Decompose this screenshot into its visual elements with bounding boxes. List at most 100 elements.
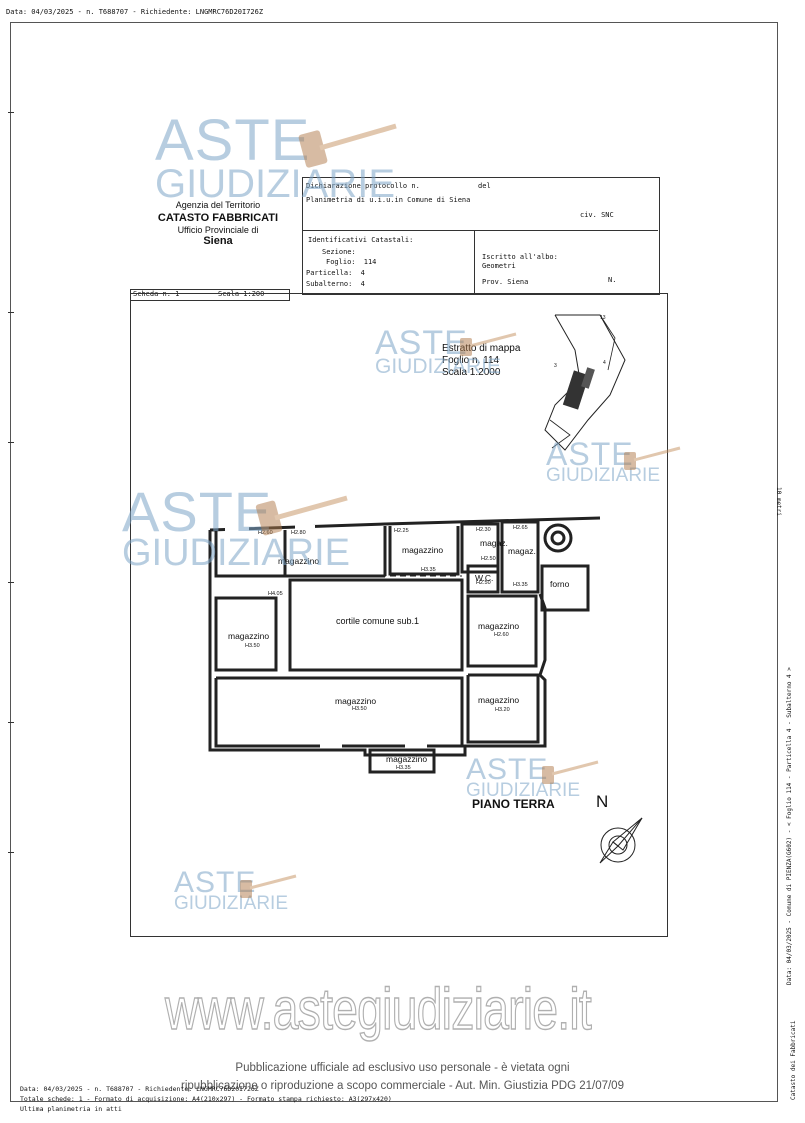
- gavel-icon-2: [460, 332, 517, 356]
- room-wc: W.C.: [475, 573, 494, 583]
- site-watermark: www.astegiudiziarie.it: [164, 976, 592, 1042]
- agency-line3: Ufficio Provinciale di: [177, 225, 259, 235]
- declaration-box: [302, 177, 660, 295]
- map-extract-caption: Estratto di mappa Foglio n. 114 Scala 1:…: [442, 343, 520, 379]
- wm2-giudiziarie: GIUDIZIARIE: [375, 355, 502, 378]
- height-h8: H2.50: [476, 580, 491, 586]
- wm1-giudiziarie: GIUDIZIARIE: [155, 162, 396, 206]
- footer-line3: Ultima planimetria in atti: [20, 1105, 122, 1113]
- height-h2: H2.80: [291, 530, 306, 536]
- wm1-aste: ASTE: [155, 108, 311, 173]
- map-extract-sketch: [544, 314, 626, 451]
- room-magazzino-top-mid: magazzino: [402, 545, 444, 555]
- wm3-aste: ASTE: [546, 436, 634, 472]
- gavel-icon-5: [542, 760, 599, 784]
- height-h6: H2.50: [481, 556, 496, 562]
- wm4-aste: ASTE: [122, 480, 273, 543]
- declaration-line2: Planimetria di u.i.u.in Comune di Siena: [306, 196, 471, 204]
- declaration-protocol-label: Dichiarazione protocollo n.: [306, 182, 420, 190]
- wm6-giudiziarie: GIUDIZIARIE: [174, 893, 289, 914]
- floor-label: PIANO TERRA: [472, 797, 555, 811]
- subalterno-label: Subalterno:: [306, 280, 353, 288]
- identifiers-title: Identificativi Catastali:: [308, 236, 414, 244]
- identifiers-divider: [474, 230, 475, 293]
- wm2-aste: ASTE: [375, 324, 468, 362]
- gavel-icon-1: [298, 123, 397, 168]
- compass-icon: [599, 817, 643, 864]
- room-magazzino-top: magazzino: [278, 556, 320, 566]
- height-h4: H2.30: [476, 527, 491, 533]
- gavel-icon-3: [624, 446, 681, 470]
- height-h15: H3.35: [396, 765, 411, 771]
- albo-line2: Geometri: [482, 262, 516, 270]
- identifiers-subalterno: Subalterno: 4: [306, 280, 365, 288]
- particella-label: Particella:: [306, 269, 353, 277]
- height-h12: H2.60: [494, 632, 509, 638]
- height-h14: H3.20: [495, 707, 510, 713]
- watermark-aste-1: ASTE GIUDIZIARIE: [155, 108, 396, 206]
- top-meta: Data: 04/03/2025 - n. T688707 - Richiede…: [6, 8, 264, 16]
- room-magazzino-bottom: magazzino: [386, 754, 428, 764]
- declaration-civ: civ. SNC: [580, 211, 614, 219]
- gavel-icon-4: [255, 495, 348, 536]
- room-magaz-b: magaz.: [508, 546, 536, 556]
- room-forno: forno: [550, 579, 570, 589]
- page-frame: [10, 22, 778, 1102]
- room-magazzino-center: magazzino: [335, 696, 377, 706]
- gavel-icon-6: [240, 874, 297, 898]
- agency-line2: CATASTO FABBRICATI: [157, 212, 279, 224]
- north-label: N: [596, 792, 609, 811]
- albo-n: N.: [608, 276, 617, 284]
- declaration-line1: Dichiarazione protocollo n. del: [306, 182, 491, 190]
- map-label-3: 3: [554, 363, 557, 369]
- agency-line4: Siena: [203, 235, 233, 247]
- agency-line1: Agenzia del Territorio: [175, 200, 261, 210]
- identifiers-sezione: Sezione:: [322, 248, 356, 256]
- wm4-giudiziarie: GIUDIZIARIE: [122, 532, 351, 574]
- wm3-giudiziarie: GIUDIZIARIE: [546, 465, 661, 486]
- height-h9: H3.35: [513, 582, 528, 588]
- room-magazzino-left: magazzino: [228, 631, 270, 641]
- foglio-label: Foglio:: [326, 258, 356, 266]
- wm5-aste: ASTE: [466, 753, 549, 786]
- watermark-aste-3: ASTE GIUDIZIARIE: [546, 438, 660, 485]
- room-magazzino-right-low: magazzino: [478, 695, 520, 705]
- vertical-meta: Data: 04/03/2025 - Comune di PIENZA(G602…: [786, 667, 793, 985]
- watermark-aste-2: ASTE GIUDIZIARIE: [375, 326, 501, 377]
- left-ticks: [8, 22, 14, 1100]
- height-h3: H2.25: [394, 528, 409, 534]
- identifiers-foglio: Foglio: 114: [326, 258, 376, 266]
- watermark-aste-4: ASTE GIUDIZIARIE: [122, 480, 351, 574]
- room-cortile: cortile comune sub.1: [336, 616, 420, 626]
- room-magaz-a: magaz.: [480, 538, 508, 548]
- map-label-13: 13: [600, 315, 606, 321]
- height-h5: H2.65: [513, 525, 528, 531]
- drawing-frame: [130, 293, 668, 937]
- albo-prov: Prov. Siena: [482, 278, 529, 286]
- catasto-vertical: Catasto dei Fabbricati: [790, 1020, 797, 1100]
- room-magazzino-right-mid: magazzino: [478, 621, 520, 631]
- height-h11: H3.50: [245, 643, 260, 649]
- height-h7: H3.35: [421, 567, 436, 573]
- declaration-del: del: [478, 182, 491, 190]
- map-extract-line2: Foglio n. 114: [442, 355, 500, 366]
- scheda-label: Scheda n. 1: [133, 290, 180, 298]
- height-h10: H4.05: [268, 591, 283, 597]
- notice-line2: ripubblicazione o riproduzione a scopo c…: [181, 1080, 624, 1092]
- albo-line1: Iscritto all'albo:: [482, 253, 558, 261]
- footer-line1: Data: 04/03/2025 - n. T688707 - Richiede…: [20, 1085, 259, 1093]
- particella-value: 4: [360, 269, 365, 277]
- agency-block: Agenzia del Territorio CATASTO FABBRICAT…: [128, 200, 308, 247]
- footer-line2: Totale schede: 1 - Formato di acquisizio…: [20, 1095, 392, 1103]
- map-extract-line3: Scala 1:2000: [442, 367, 501, 378]
- declaration-divider: [302, 230, 658, 231]
- watermark-aste-5: ASTE GIUDIZIARIE: [466, 753, 580, 801]
- notice-line1: Pubblicazione ufficiale ad esclusivo uso…: [235, 1062, 570, 1074]
- map-label-4: 4: [603, 360, 606, 366]
- subalterno-value: 4: [360, 280, 365, 288]
- height-h13: H3.50: [352, 706, 367, 712]
- foglio-value: 114: [363, 258, 377, 266]
- scheda-scale: Scala 1:200: [218, 290, 265, 298]
- identifiers-particella: Particella: 4: [306, 269, 365, 277]
- scale-note: 10 metri: [775, 487, 782, 516]
